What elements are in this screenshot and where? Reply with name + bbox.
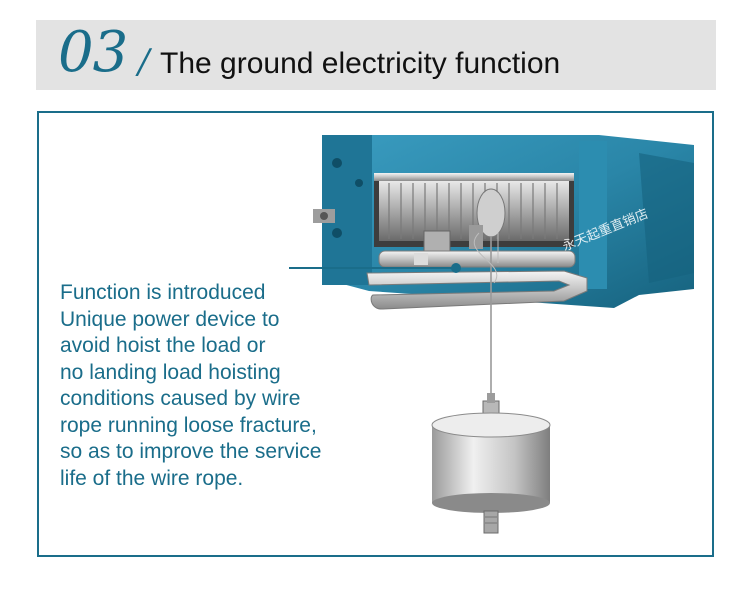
description-line: conditions caused by wire	[60, 387, 301, 410]
description-line: life of the wire rope.	[60, 466, 244, 490]
description-line: so as to improve the service	[60, 440, 322, 463]
hoist-illustration	[313, 135, 694, 534]
test-weight	[431, 393, 551, 534]
description-line: no landing load hoisting	[60, 360, 281, 384]
description-line: rope running loose fracture,	[60, 413, 317, 437]
function-description: Function is introduced Unique power devi…	[60, 280, 420, 492]
limit-rod	[366, 250, 588, 310]
callout-pointer-dot	[451, 263, 461, 273]
wire-drum	[374, 173, 574, 258]
callout-pointer-line	[289, 267, 457, 269]
section-number: 03	[58, 20, 128, 85]
description-line: avoid hoist the load or	[60, 334, 266, 357]
description-line: Unique power device to	[60, 307, 280, 331]
section-header-bar	[36, 20, 716, 90]
wire-rope	[473, 232, 499, 401]
section-slash: /	[138, 42, 150, 82]
section-title: The ground electricity function	[160, 47, 561, 80]
content-frame: 永天起重直销店 Function is introduced Unique po…	[37, 111, 714, 557]
description-line: Function is introduced	[60, 281, 266, 304]
